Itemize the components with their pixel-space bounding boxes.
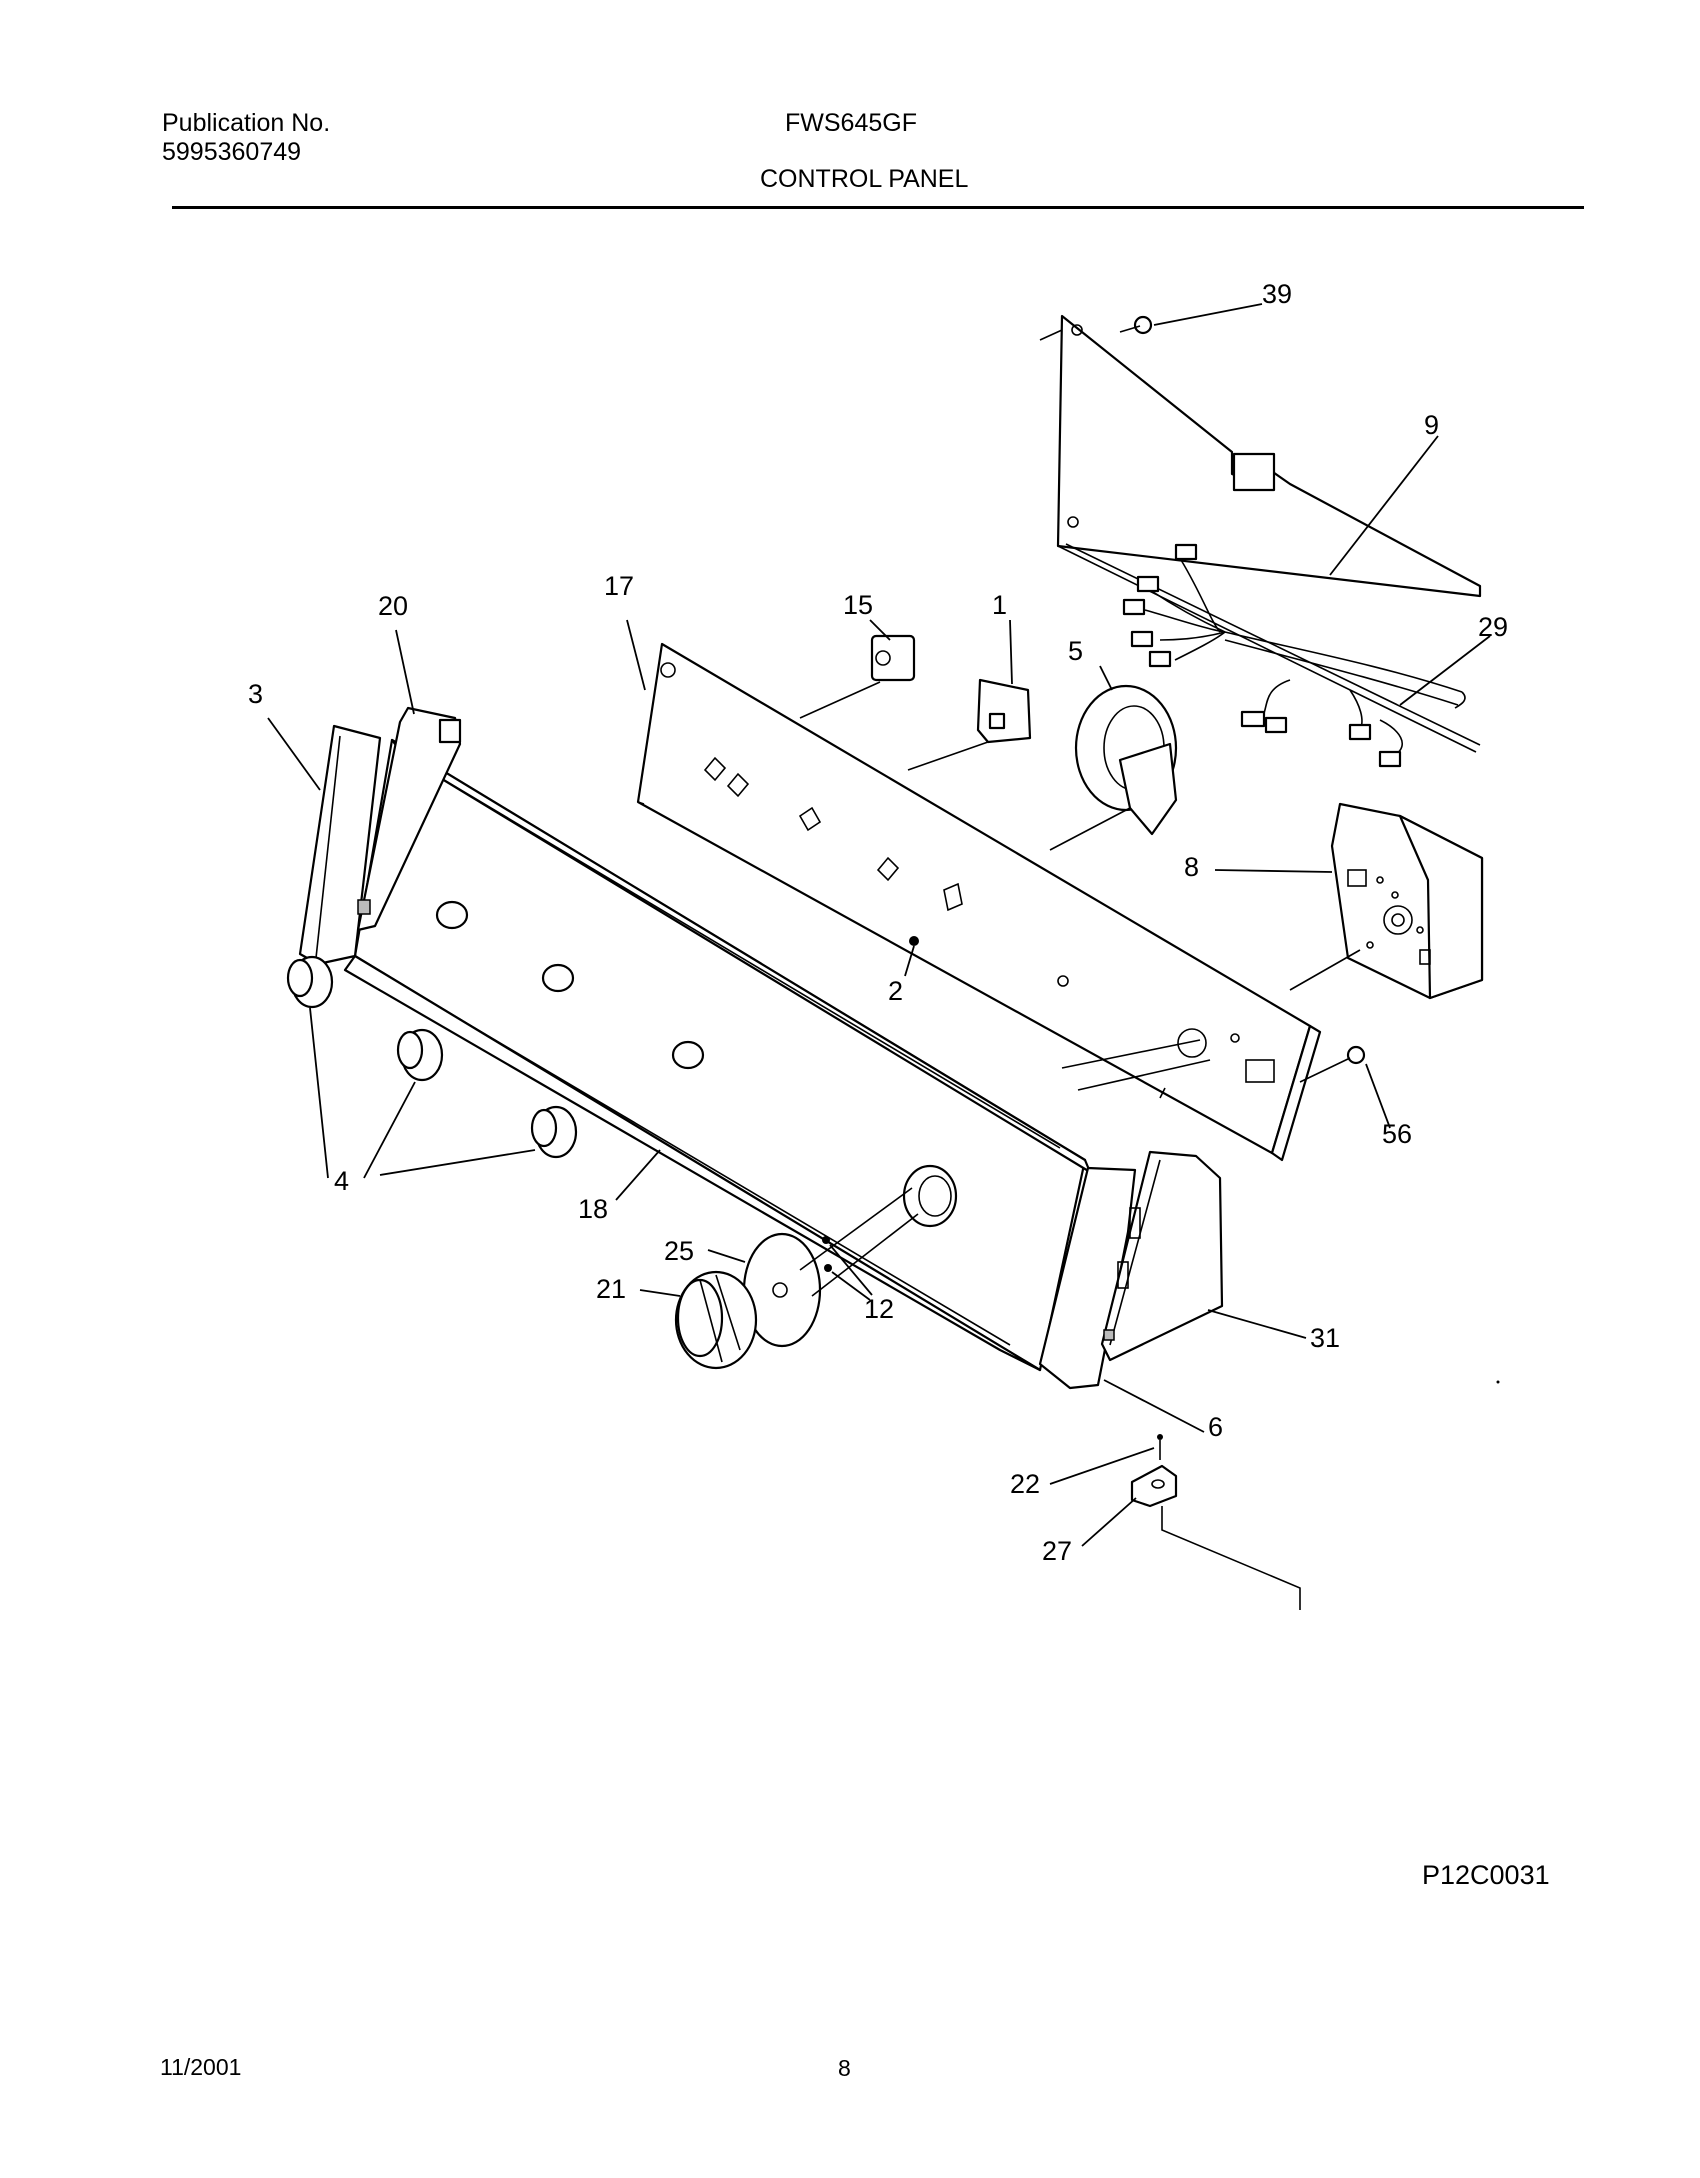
screw-2 bbox=[909, 936, 919, 946]
knob-4b bbox=[396, 1028, 444, 1082]
callout-25: 25 bbox=[664, 1236, 694, 1266]
callout-9: 9 bbox=[1424, 410, 1439, 440]
callout-31: 31 bbox=[1310, 1323, 1340, 1353]
selector-switch-1 bbox=[907, 678, 1032, 771]
timer-8 bbox=[1289, 802, 1484, 1000]
stray-mark bbox=[1496, 1380, 1500, 1384]
timer-knob-21 bbox=[674, 1270, 758, 1370]
switch-15 bbox=[799, 634, 916, 719]
callout-56: 56 bbox=[1382, 1119, 1412, 1149]
screw-39 bbox=[1119, 315, 1153, 335]
callout-29: 29 bbox=[1478, 612, 1508, 642]
console-backsplash bbox=[343, 738, 1211, 1372]
clip-12a bbox=[822, 1236, 830, 1244]
callout-22: 22 bbox=[1010, 1469, 1040, 1499]
leader-lines bbox=[267, 303, 1491, 1547]
screw-22 bbox=[1157, 1434, 1163, 1460]
callout-12: 12 bbox=[864, 1294, 894, 1324]
model-number: FWS645GF bbox=[785, 109, 917, 137]
knob-4c bbox=[530, 1105, 578, 1159]
figure-id: P12C0031 bbox=[1422, 1860, 1550, 1890]
callout-18: 18 bbox=[578, 1194, 608, 1224]
header-rule bbox=[172, 206, 1584, 209]
publication-label: Publication No. bbox=[162, 109, 331, 137]
callout-20: 20 bbox=[378, 591, 408, 621]
rear-cover-panel bbox=[1039, 314, 1482, 753]
main-control-panel bbox=[636, 642, 1322, 1162]
callout-6: 6 bbox=[1208, 1412, 1223, 1442]
clip-12b bbox=[824, 1264, 832, 1272]
right-end-cap bbox=[1038, 1166, 1137, 1390]
publication-date: 11/2001 bbox=[160, 2054, 242, 2080]
water-level-switch-5 bbox=[1049, 684, 1178, 851]
callout-8: 8 bbox=[1184, 852, 1199, 882]
callout-21: 21 bbox=[596, 1274, 626, 1304]
callout-3: 3 bbox=[248, 679, 263, 709]
knob-4a bbox=[286, 955, 334, 1009]
callout-15: 15 bbox=[843, 590, 873, 620]
callout-4: 4 bbox=[334, 1166, 349, 1196]
bracket-27 bbox=[1130, 1464, 1301, 1610]
right-side-bracket bbox=[1100, 1150, 1224, 1362]
callout-1: 1 bbox=[992, 590, 1007, 620]
callout-17: 17 bbox=[604, 571, 634, 601]
callout-labels: 39 9 29 15 1 5 17 20 3 8 2 56 4 18 25 21… bbox=[248, 279, 1508, 1566]
callout-5: 5 bbox=[1068, 636, 1083, 666]
section-title: CONTROL PANEL bbox=[760, 165, 969, 193]
callout-39: 39 bbox=[1262, 279, 1292, 309]
left-side-bracket bbox=[356, 706, 462, 932]
page-number: 8 bbox=[838, 2055, 851, 2081]
callout-2: 2 bbox=[888, 976, 903, 1006]
screw-56 bbox=[1299, 1045, 1366, 1083]
publication-number: 5995360749 bbox=[162, 138, 302, 166]
wire-harness bbox=[1122, 543, 1466, 768]
callout-27: 27 bbox=[1042, 1536, 1072, 1566]
